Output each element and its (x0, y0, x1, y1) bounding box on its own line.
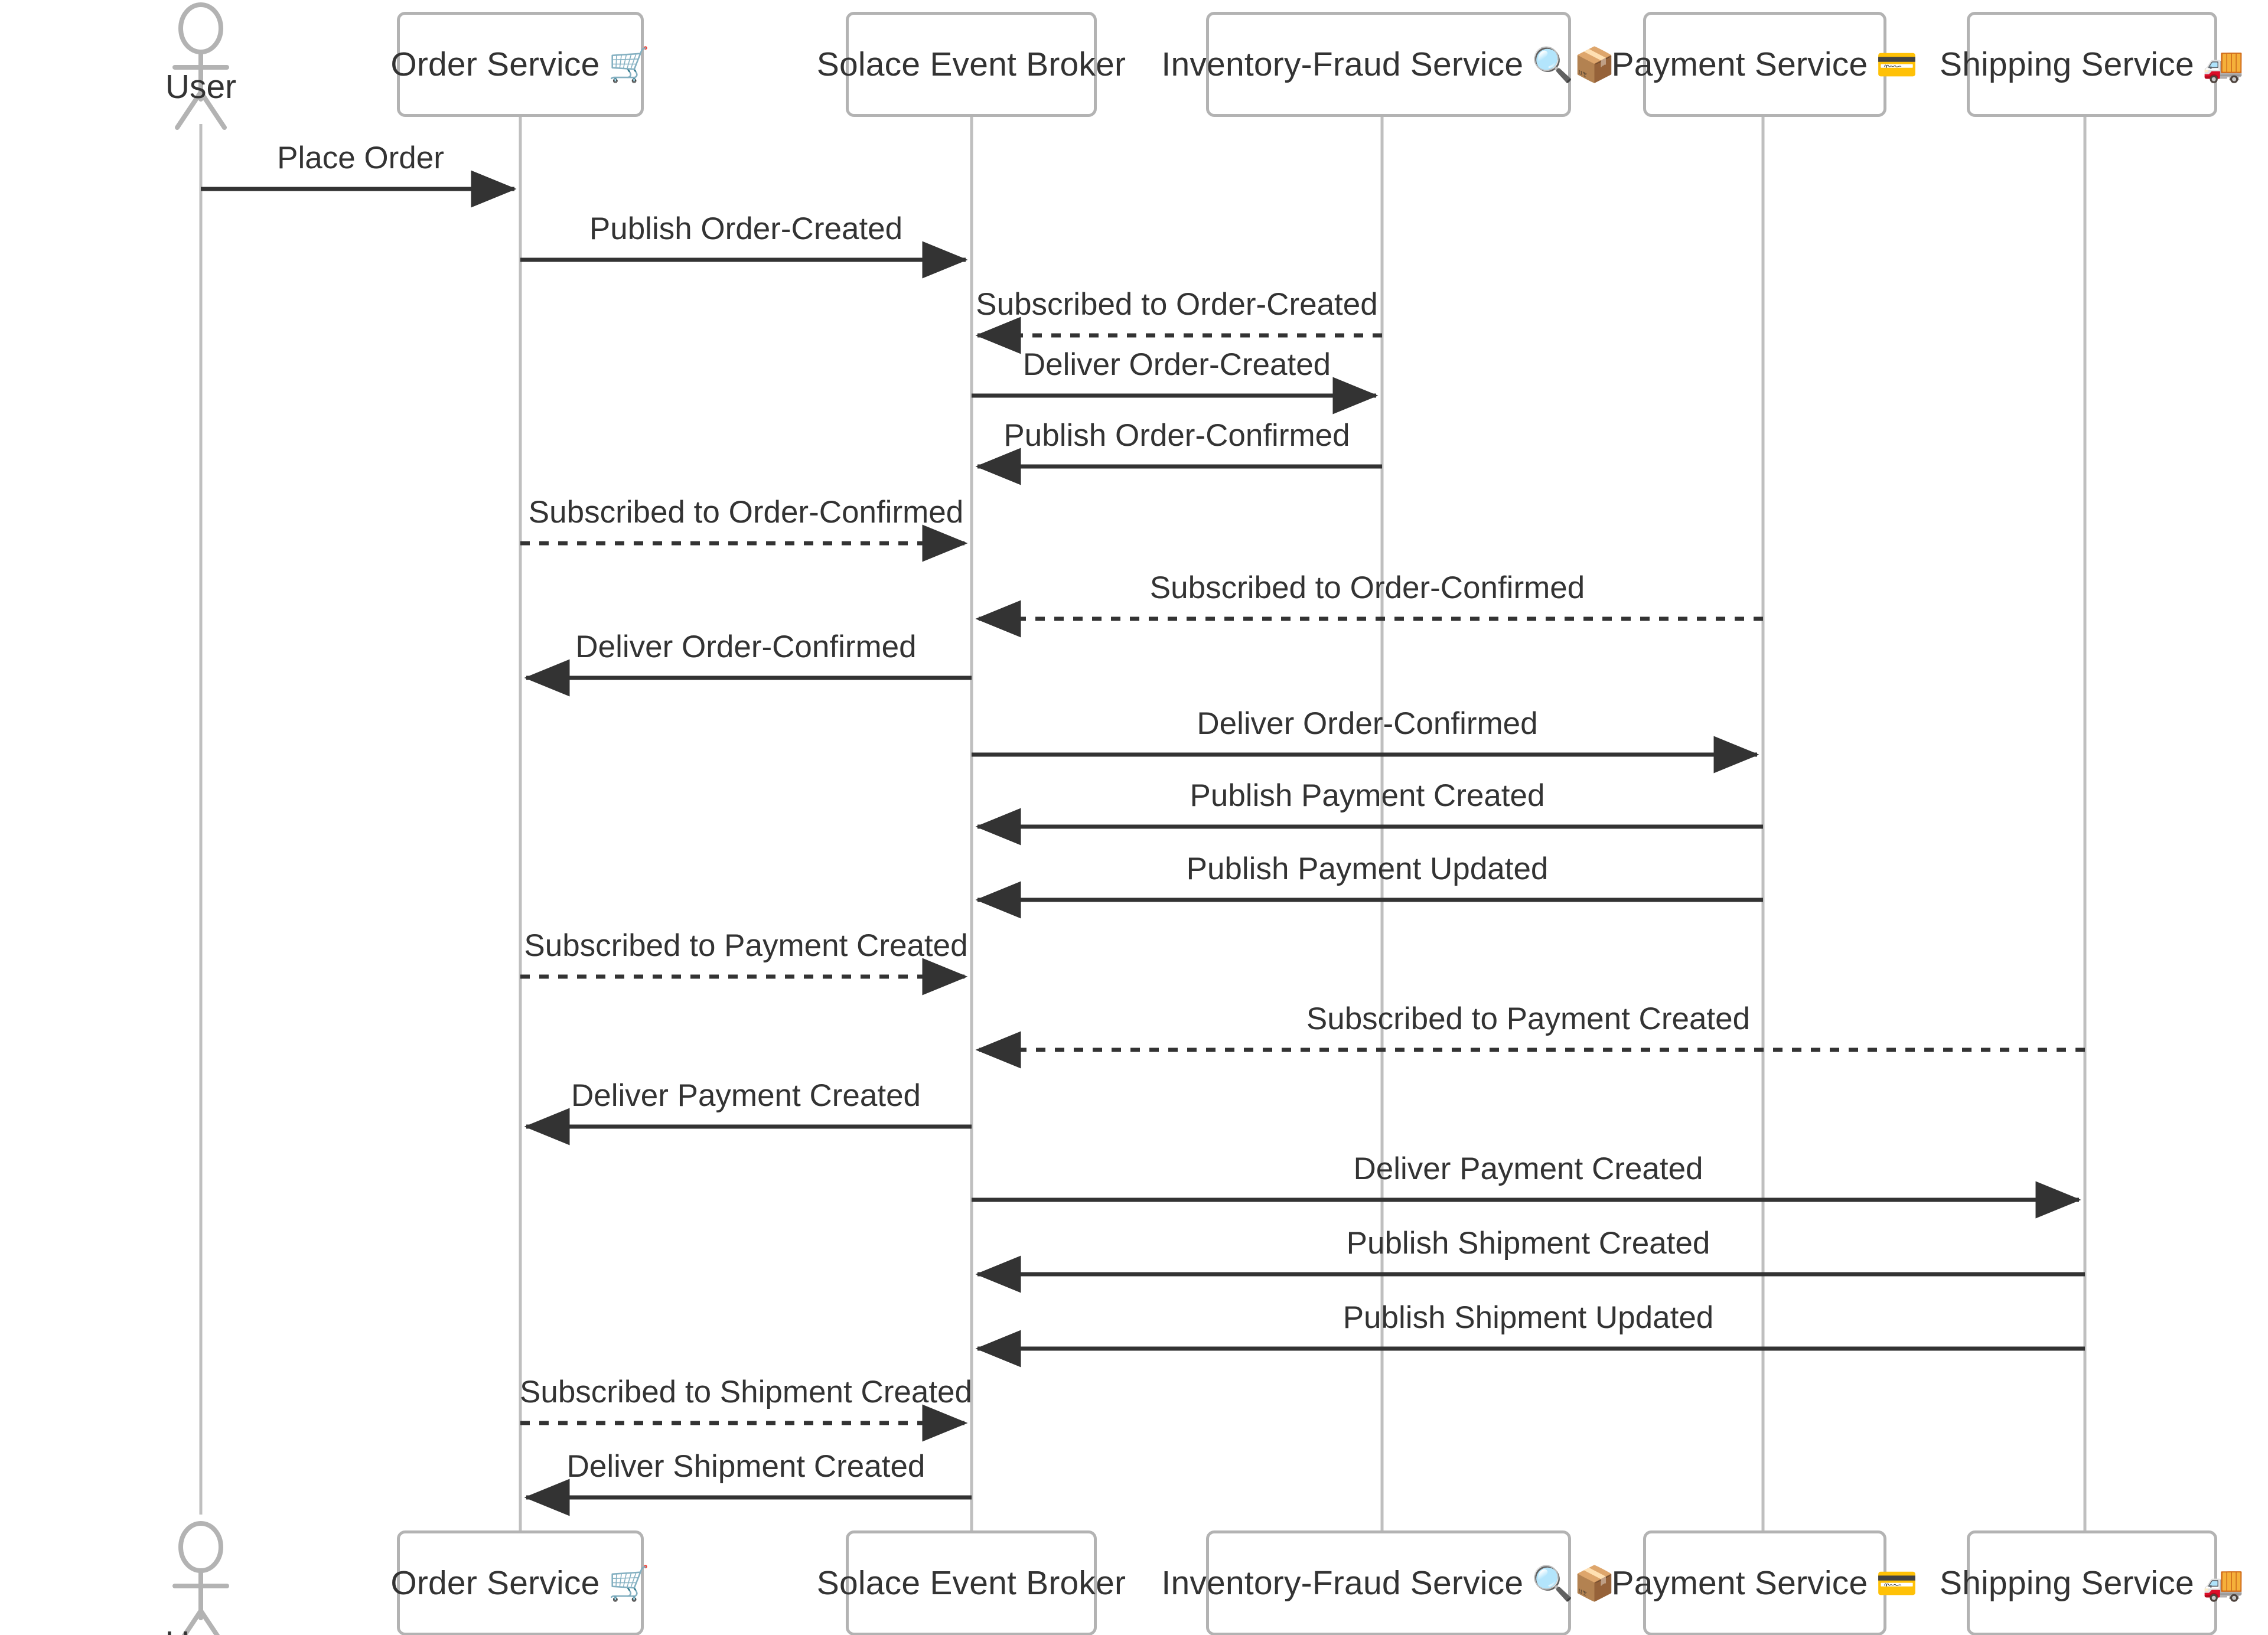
actor-label-bottom: User (112, 1624, 289, 1635)
actor-stick-figure-icon (172, 1521, 229, 1635)
message-label-m18: Subscribed to Shipment Created (520, 1375, 972, 1409)
message-label-m16: Publish Shipment Created (1346, 1226, 1710, 1261)
participant-label-inventory: Inventory-Fraud Service (1161, 1564, 1524, 1602)
actor-glyph-group (172, 2, 229, 1635)
message-label-m6: Subscribed to Order-Confirmed (528, 495, 964, 530)
message-label-m14: Deliver Payment Created (571, 1078, 921, 1113)
delivery-truck-icon: 🚚 (2202, 1564, 2245, 1603)
message-label-m3: Subscribed to Order-Created (976, 287, 1378, 322)
participant-label-solace: Solace Event Broker (816, 45, 1126, 83)
participant-box-payment-bottom[interactable]: Payment Service💳 (1612, 1530, 1918, 1635)
participant-label-order: Order Service (390, 45, 600, 83)
message-label-m5: Publish Order-Confirmed (1003, 418, 1350, 453)
participant-label-payment: Payment Service (1611, 1564, 1868, 1602)
participant-label-order: Order Service (390, 1564, 600, 1602)
message-label-m10: Publish Payment Created (1190, 778, 1545, 813)
delivery-truck-icon: 🚚 (2202, 45, 2245, 84)
shopping-cart-icon: 🛒 (608, 45, 650, 84)
message-label-m9: Deliver Order-Confirmed (1197, 706, 1538, 741)
magnifier-package-icon: 🔍📦 (1531, 45, 1616, 84)
participant-box-solace-top[interactable]: Solace Event Broker (817, 12, 1126, 117)
participant-label-payment: Payment Service (1611, 45, 1868, 83)
message-label-m19: Deliver Shipment Created (566, 1449, 926, 1484)
credit-card-icon: 💳 (1876, 45, 1918, 84)
shopping-cart-icon: 🛒 (608, 1564, 650, 1603)
message-label-m4: Deliver Order-Created (1022, 347, 1331, 382)
message-arrows-group (201, 170, 2085, 1516)
message-label-m2: Publish Order-Created (589, 211, 903, 246)
actor-stick-figure-icon (172, 2, 229, 130)
participant-box-order-top[interactable]: Order Service🛒 (390, 12, 650, 117)
magnifier-package-icon: 🔍📦 (1531, 1564, 1616, 1603)
participant-box-inventory-bottom[interactable]: Inventory-Fraud Service🔍📦 (1161, 1530, 1615, 1635)
message-label-m8: Deliver Order-Confirmed (575, 629, 917, 664)
participant-label-shipping: Shipping Service (1939, 1564, 2194, 1602)
participant-box-payment-top[interactable]: Payment Service💳 (1612, 12, 1918, 117)
message-label-m1: Place Order (277, 141, 444, 175)
participant-box-shipping-bottom[interactable]: Shipping Service🚚 (1940, 1530, 2244, 1635)
participant-label-shipping: Shipping Service (1939, 45, 2194, 83)
participant-box-shipping-top[interactable]: Shipping Service🚚 (1940, 12, 2244, 117)
participant-label-solace: Solace Event Broker (816, 1564, 1126, 1602)
participant-box-order-bottom[interactable]: Order Service🛒 (390, 1530, 650, 1635)
lifelines-group (199, 117, 2087, 1530)
credit-card-icon: 💳 (1876, 1564, 1918, 1603)
participant-box-solace-bottom[interactable]: Solace Event Broker (817, 1530, 1126, 1635)
message-label-m12: Subscribed to Payment Created (524, 928, 968, 963)
actor-label-top: User (165, 68, 237, 106)
message-label-m15: Deliver Payment Created (1353, 1151, 1703, 1186)
message-label-m13: Subscribed to Payment Created (1306, 1001, 1751, 1036)
message-label-m17: Publish Shipment Updated (1342, 1300, 1714, 1335)
message-label-m11: Publish Payment Updated (1186, 851, 1549, 886)
participant-box-inventory-top[interactable]: Inventory-Fraud Service🔍📦 (1161, 12, 1615, 117)
participant-label-inventory: Inventory-Fraud Service (1161, 45, 1524, 83)
message-label-m7: Subscribed to Order-Confirmed (1149, 570, 1585, 605)
